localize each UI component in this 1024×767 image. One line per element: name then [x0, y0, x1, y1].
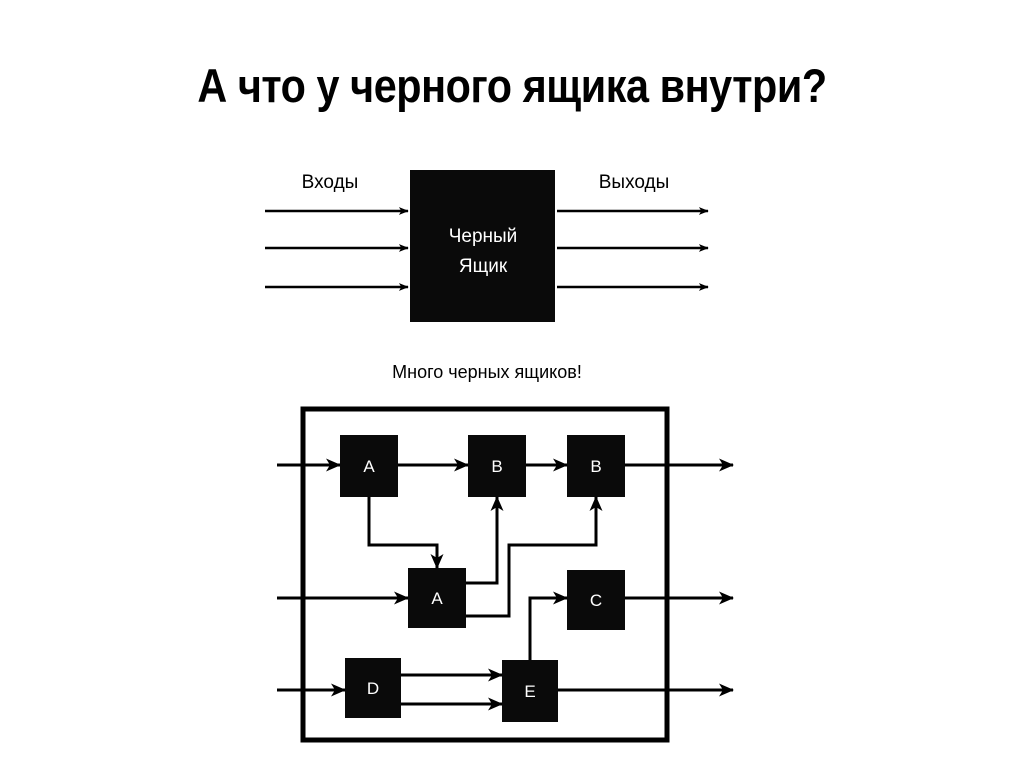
wire-a2-to-b2 [466, 496, 603, 618]
block-a1-label: A [363, 457, 375, 476]
block-d1-label: D [367, 679, 379, 698]
outer-container-frame [300, 406, 670, 743]
black-box [410, 170, 555, 322]
inputs-label: Входы [302, 172, 359, 193]
wire-a1-to-a2 [367, 497, 444, 569]
bottom-diagram-caption: Много черных ящиков! [392, 362, 582, 382]
block-d1 [345, 658, 401, 718]
block-b2 [567, 435, 625, 497]
block-e1 [502, 660, 558, 722]
wire-e1-to-c1 [528, 591, 568, 660]
block-a2 [408, 568, 466, 628]
block-b1 [468, 435, 526, 497]
block-b1-label: B [491, 457, 502, 476]
black-box-label-line2: Ящик [459, 256, 508, 277]
black-box-label-line1: Черный [449, 226, 518, 247]
block-b2-label: B [590, 457, 601, 476]
block-a2-label: A [431, 589, 443, 608]
page-title: А что у черного ящика внутри? [197, 59, 827, 112]
many-black-boxes-diagram: A B B A C D E [277, 406, 734, 743]
block-c1 [567, 570, 625, 630]
block-a1 [340, 435, 398, 497]
block-e1-label: E [524, 682, 535, 701]
block-c1-label: C [590, 591, 602, 610]
top-black-box-diagram: Входы Выходы Черный Ящик [265, 170, 709, 322]
wire-a2-to-b1 [466, 496, 504, 585]
outputs-label: Выходы [599, 172, 670, 193]
